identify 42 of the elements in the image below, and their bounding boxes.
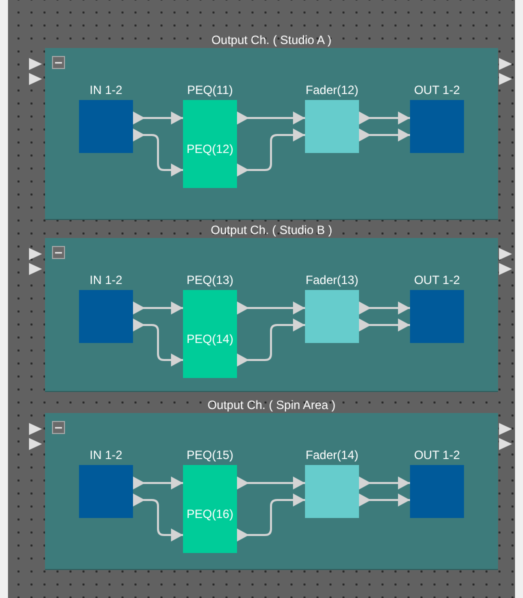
module-label: OUT 1-2 bbox=[413, 448, 461, 462]
module-label: OUT 1-2 bbox=[413, 273, 461, 287]
module-label: Fader(13) bbox=[304, 273, 360, 287]
signal-arrow bbox=[359, 476, 410, 490]
module-label: PEQ(16) bbox=[186, 507, 234, 521]
module-block bbox=[305, 272, 359, 343]
group-title: Output Ch. ( Studio B ) bbox=[210, 223, 334, 237]
signal-arrow bbox=[133, 128, 183, 176]
module-label: IN 1-2 bbox=[88, 448, 124, 462]
module-block bbox=[183, 330, 237, 378]
module-block bbox=[305, 447, 359, 518]
signal-arrow bbox=[237, 302, 305, 314]
signal-arrow bbox=[359, 318, 410, 332]
group-title: Output Ch. ( Studio A ) bbox=[210, 33, 333, 47]
module-block bbox=[183, 140, 237, 188]
module-block bbox=[183, 505, 237, 553]
module-label: PEQ(13) bbox=[186, 273, 234, 287]
module-label: PEQ(12) bbox=[186, 142, 234, 156]
module-label: PEQ(11) bbox=[186, 83, 234, 97]
signal-arrow bbox=[237, 128, 305, 176]
signal-arrow bbox=[359, 302, 410, 314]
signal-arrow bbox=[359, 112, 410, 124]
signal-arrow bbox=[133, 318, 183, 366]
module-label: PEQ(15) bbox=[186, 448, 234, 462]
signal-arrow bbox=[133, 494, 183, 542]
signal-arrow bbox=[237, 476, 305, 490]
signal-arrow bbox=[237, 318, 305, 366]
signal-arrow bbox=[359, 128, 410, 142]
module-label: IN 1-2 bbox=[88, 83, 124, 97]
signal-arrow bbox=[359, 494, 410, 506]
signal-arrow bbox=[237, 494, 305, 542]
module-label: IN 1-2 bbox=[88, 273, 124, 287]
module-label: Fader(12) bbox=[304, 83, 360, 97]
signal-arrow bbox=[133, 112, 183, 124]
signal-arrow bbox=[133, 476, 183, 490]
group-title: Output Ch. ( Spin Area ) bbox=[206, 398, 337, 412]
signal-arrow bbox=[133, 302, 183, 314]
signal-arrow bbox=[237, 112, 305, 124]
module-label: PEQ(14) bbox=[186, 332, 234, 346]
module-block bbox=[305, 82, 359, 153]
module-label: Fader(14) bbox=[304, 448, 360, 462]
module-label: OUT 1-2 bbox=[413, 83, 461, 97]
